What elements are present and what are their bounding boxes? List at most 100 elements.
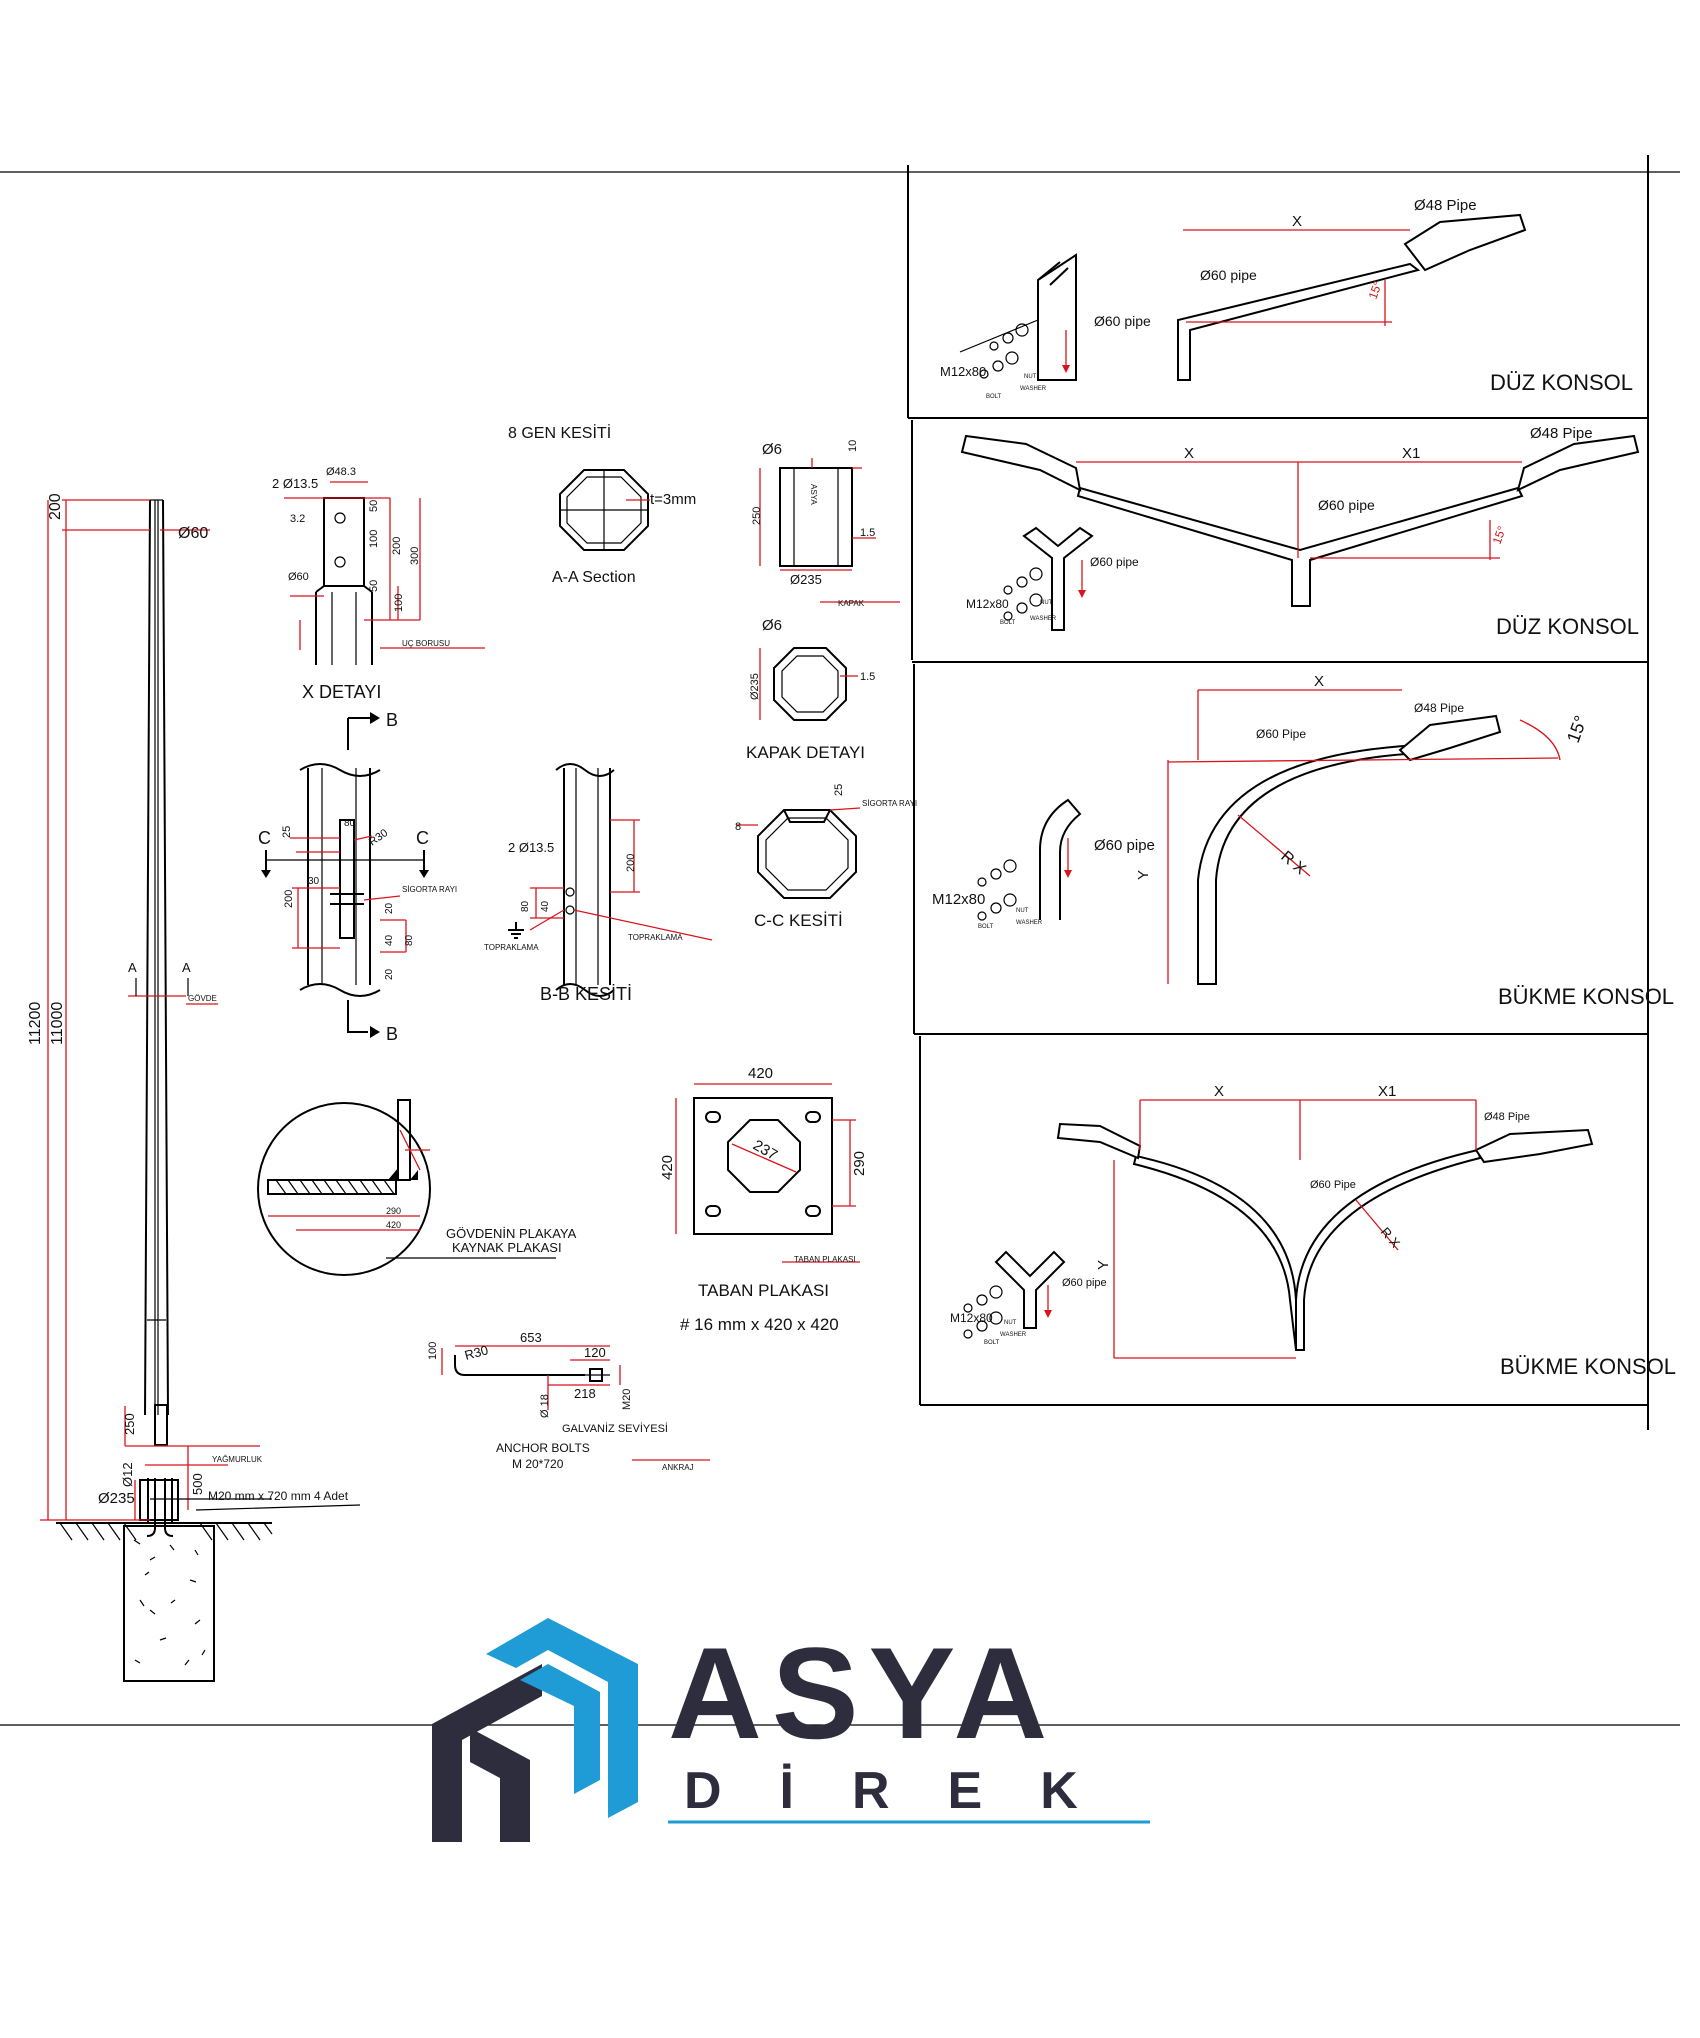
cc-25: 25 (833, 784, 845, 796)
x-detail-d60: Ø60 (288, 571, 309, 583)
p3-y: Y (1135, 870, 1152, 880)
p2-x: X (1184, 445, 1194, 462)
bb-section: B-B KESİTİ 2 Ø13.5 200 80 40 TOPRAKLAMA … (484, 763, 713, 1004)
pole-dim-250: 250 (122, 1413, 137, 1435)
cc-8: 8 (735, 821, 741, 833)
base-diameter-label: Ø235 (98, 1490, 135, 1507)
p3-bolt: BOLT (978, 924, 994, 930)
asya-direk-logo: ASYA DİREK (432, 1618, 1150, 1842)
pole-elevation: Ø60 200 11200 11000 A A GÖVDE 250 YAĞMUR… (27, 493, 361, 1682)
bb-80: 80 (520, 900, 531, 912)
p4-d60: Ø60 Pipe (1310, 1179, 1356, 1191)
logo-mark (432, 1618, 638, 1842)
p1-d60b: Ø60 pipe (1094, 313, 1151, 329)
anchor-bolt: 653 R30 100 120 Ø 18 218 M20 GALVANİZ SE… (427, 1330, 710, 1472)
p3-nut: NUT (1016, 908, 1029, 914)
cc-section: 25 SİGORTA RAYI 8 C-C KESİTİ (735, 784, 917, 930)
anchor-d18: Ø 18 (539, 1394, 551, 1418)
yagmurluk-label: YAĞMURLUK (212, 1455, 263, 1464)
cap-15: 1.5 (860, 527, 875, 539)
cap-250: 250 (751, 507, 763, 525)
cutout-40: 40 (384, 934, 395, 946)
weld-label-1: GÖVDENİN PLAKAYA (446, 1226, 577, 1241)
p3-d60b: Ø60 pipe (1094, 837, 1155, 854)
p3-washer: WASHER (1016, 920, 1043, 926)
anchor-120: 120 (584, 1345, 606, 1360)
p4-d48: Ø48 Pipe (1484, 1111, 1530, 1123)
p4-y: Y (1095, 1260, 1112, 1270)
p3-x: X (1314, 673, 1324, 690)
p1-title: DÜZ KONSOL (1490, 370, 1633, 395)
octagon-section: 8 GEN KESİTİ t=3mm A-A Section (508, 423, 696, 586)
anchor-218: 218 (574, 1386, 596, 1401)
base-plate: 420 420 237 290 TABAN PLAKASI TABAN PLAK… (659, 1065, 868, 1334)
p3-angle: 15° (1563, 713, 1591, 745)
section-a-right: A (182, 960, 191, 975)
p4-m12: M12x80 (950, 1311, 993, 1325)
section-a-left: A (128, 960, 137, 975)
p2-m12: M12x80 (966, 597, 1009, 611)
p1-bolt: BOLT (986, 394, 1002, 400)
cutout-25: 25 (281, 826, 293, 838)
anchor-r30: R30 (463, 1342, 490, 1363)
base-237: 237 (750, 1137, 780, 1164)
logo-word-direk: DİREK (684, 1762, 1136, 1820)
octagon-thickness: t=3mm (650, 491, 696, 508)
p1-angle: 15° (1366, 279, 1385, 301)
galvaniz-label: GALVANİZ SEVİYESİ (562, 1422, 668, 1435)
p2-angle: 15° (1490, 524, 1509, 546)
cc-title: C-C KESİTİ (754, 911, 843, 930)
base-290: 290 (851, 1151, 868, 1176)
x-detail: X DETAYI 2 Ø13.5 Ø48.3 3.2 Ø60 50 100 50… (272, 466, 485, 702)
pole-dim-11000: 11000 (49, 1002, 66, 1045)
bb-40: 40 (540, 900, 551, 912)
p2-d60b: Ø60 pipe (1090, 555, 1139, 569)
octagon-caption: A-A Section (552, 569, 636, 586)
p2-d48: Ø48 Pipe (1530, 425, 1593, 442)
cutout-view: B B C C 25 80 R30 30 200 20 40 80 20 SİG… (258, 710, 457, 1044)
cutout-20a: 20 (384, 902, 395, 914)
cutout-c-right: C (416, 828, 429, 848)
base-title: TABAN PLAKASI (698, 1281, 829, 1300)
anchor-title: ANCHOR BOLTS (496, 1441, 590, 1455)
p4-bolt: BOLT (984, 1340, 1000, 1346)
p1-washer: WASHER (1020, 386, 1047, 392)
concrete-foundation (123, 1525, 215, 1682)
cutout-sigorta: SİGORTA RAYI (402, 885, 457, 894)
p4-title: BÜKME KONSOL (1500, 1354, 1676, 1379)
cutout-30: 30 (308, 876, 320, 887)
x-detail-32: 3.2 (290, 513, 305, 525)
anchor-653: 653 (520, 1330, 542, 1345)
cap-d235: Ø235 (790, 572, 822, 587)
anchor-m20: M20 (621, 1389, 633, 1410)
pole-dim-11200: 11200 (27, 1002, 44, 1045)
panel-bukme-konsol-double: X X1 Ø48 Pipe Ø60 Pipe Y R X Ø60 pipe M1… (950, 1083, 1676, 1379)
bb-topraklama-left: TOPRAKLAMA (484, 943, 539, 952)
p3-title: BÜKME KONSOL (1498, 984, 1674, 1009)
bb-title: B-B KESİTİ (540, 984, 632, 1004)
cap-15b: 1.5 (860, 671, 875, 683)
base-420-top: 420 (748, 1065, 773, 1082)
p1-nut: NUT (1024, 374, 1037, 380)
p2-x1: X1 (1402, 445, 1420, 462)
cap-10: 10 (847, 440, 859, 452)
cc-sigorta: SİGORTA RAYI (862, 799, 917, 808)
cap-vertical-text: ASYA (809, 484, 818, 505)
cutout-80: 80 (344, 818, 356, 829)
cutout-b-bottom: B (386, 1024, 398, 1044)
weld-label-2: KAYNAK PLAKASI (452, 1240, 562, 1255)
ankraj-label: ANKRAJ (662, 1463, 694, 1472)
x-detail-d48: Ø48.3 (326, 466, 356, 478)
taban-label: TABAN PLAKASI (794, 1255, 856, 1264)
p2-bolt: BOLT (1000, 620, 1016, 626)
cutout-c-left: C (258, 828, 271, 848)
p1-m12: M12x80 (940, 364, 986, 379)
cap-d235b: Ø235 (749, 673, 761, 700)
cutout-b-top: B (386, 710, 398, 730)
octagon-title: 8 GEN KESİTİ (508, 423, 611, 442)
cap-detail: Ø6 10 250 1.5 Ø235 ASYA KAPAK Ø6 Ø235 1.… (746, 440, 900, 762)
base-spec: # 16 mm x 420 x 420 (680, 1315, 839, 1334)
p4-d60b: Ø60 pipe (1062, 1277, 1107, 1289)
panel-bukme-konsol-single: X Ø48 Pipe Ø60 Pipe 15° Y R X Ø60 pipe M… (932, 673, 1674, 1009)
